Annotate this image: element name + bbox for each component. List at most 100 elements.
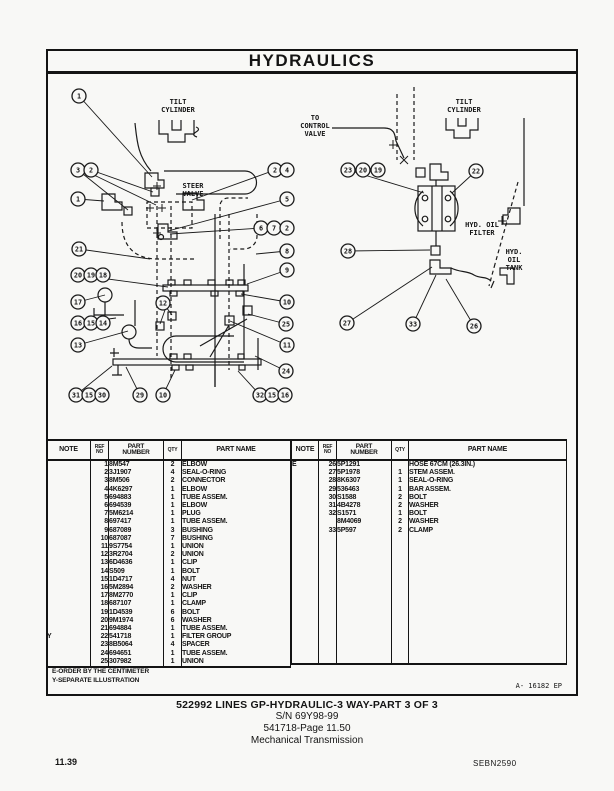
callout-number: 15 bbox=[87, 319, 95, 327]
diagram-label: HYD. OIL bbox=[465, 221, 499, 229]
callout-number: 15 bbox=[85, 391, 93, 399]
page-reference: 541718-Page 11.50 bbox=[263, 723, 351, 734]
page-title: HYDRAULICS bbox=[248, 51, 376, 70]
callout-number: 16 bbox=[281, 391, 289, 399]
tilt-cylinder-right-drawing bbox=[445, 118, 479, 139]
leader-line bbox=[159, 309, 166, 325]
callout-number: 20 bbox=[359, 166, 367, 174]
callout-2 bbox=[279, 220, 295, 236]
publication-number: SEBN2590 bbox=[473, 759, 517, 768]
diagram-label: VALVE bbox=[182, 190, 203, 198]
callout-number: 11 bbox=[283, 341, 291, 349]
leader-line bbox=[90, 169, 154, 193]
bar-assembly-drawing bbox=[110, 338, 262, 387]
callout-number: 2 bbox=[273, 166, 277, 174]
page-number: 11.39 bbox=[55, 757, 78, 767]
leader-line bbox=[229, 320, 288, 346]
callout-number: 18 bbox=[99, 271, 107, 279]
callout-number: 17 bbox=[74, 298, 82, 306]
tilt-cylinder-left-drawing bbox=[158, 120, 200, 143]
callout-25 bbox=[278, 316, 294, 332]
callout-2 bbox=[83, 162, 99, 178]
section-name: Mechanical Transmission bbox=[250, 735, 364, 746]
callout-number: 7 bbox=[272, 224, 276, 232]
callout-number: 2 bbox=[89, 166, 93, 174]
callout-number: 22 bbox=[472, 167, 480, 175]
callout-11 bbox=[279, 337, 295, 353]
diagram-label: FILTER bbox=[469, 229, 495, 237]
oil-filter-drawing bbox=[414, 163, 459, 256]
diagram-label: TILT bbox=[456, 98, 473, 106]
leader-line bbox=[78, 95, 153, 178]
callout-21 bbox=[71, 241, 87, 257]
callout-24 bbox=[278, 363, 294, 379]
callout-number: 24 bbox=[282, 367, 290, 375]
diagram-label: TANK bbox=[506, 264, 524, 272]
callout-number: 15 bbox=[268, 391, 276, 399]
callout-number: 28 bbox=[344, 247, 352, 255]
dashed-lines-drawing bbox=[121, 197, 258, 379]
diagram-label: OIL bbox=[508, 256, 521, 264]
callout-16 bbox=[277, 387, 293, 403]
hose-loop-drawing bbox=[134, 122, 258, 195]
callout-number: 8 bbox=[285, 247, 289, 255]
callout-number: 12 bbox=[159, 299, 167, 307]
leader-line bbox=[78, 248, 151, 260]
callout-10 bbox=[155, 387, 171, 403]
diagram-label: HYD. bbox=[506, 248, 523, 256]
callout-1 bbox=[70, 191, 86, 207]
serial-number: S/N 69Y98-99 bbox=[275, 711, 339, 722]
callout-19 bbox=[370, 162, 386, 178]
callout-9 bbox=[279, 262, 295, 278]
callout-number: 14 bbox=[99, 319, 107, 327]
manifold-drawing bbox=[162, 279, 249, 297]
callout-number: 33 bbox=[409, 320, 417, 328]
diagram-label: TO bbox=[311, 114, 319, 122]
callout-number: 10 bbox=[283, 298, 291, 306]
diagram-label: CONTROL bbox=[300, 122, 330, 130]
callout-26 bbox=[466, 318, 482, 334]
diagram-label: TILT bbox=[170, 98, 187, 106]
document-reference: A- 16182 EP bbox=[515, 682, 562, 690]
assembly-title: 522992 LINES GP-HYDRAULIC-3 WAY-PART 3 O… bbox=[176, 699, 438, 711]
legend-notes: E-ORDER BY THE CENTIMETER Y-SEPARATE ILL… bbox=[52, 667, 149, 685]
callout-number: 19 bbox=[87, 271, 95, 279]
callout-number: 32 bbox=[256, 391, 264, 399]
callout-number: 20 bbox=[74, 271, 82, 279]
tank-line-drawing bbox=[429, 118, 525, 289]
callout-number: 23 bbox=[344, 166, 352, 174]
callout-20 bbox=[355, 162, 371, 178]
callout-number: 21 bbox=[75, 245, 83, 253]
callout-27 bbox=[339, 315, 355, 331]
diagram-label: STEER bbox=[182, 182, 204, 190]
control-valve-line-drawing bbox=[332, 87, 415, 165]
leader-line bbox=[167, 198, 288, 232]
diagram-label: CYLINDER bbox=[447, 106, 482, 114]
leader-line bbox=[347, 249, 431, 252]
callout-18 bbox=[95, 267, 111, 283]
callout-number: 13 bbox=[74, 341, 82, 349]
leader-line bbox=[445, 278, 475, 327]
